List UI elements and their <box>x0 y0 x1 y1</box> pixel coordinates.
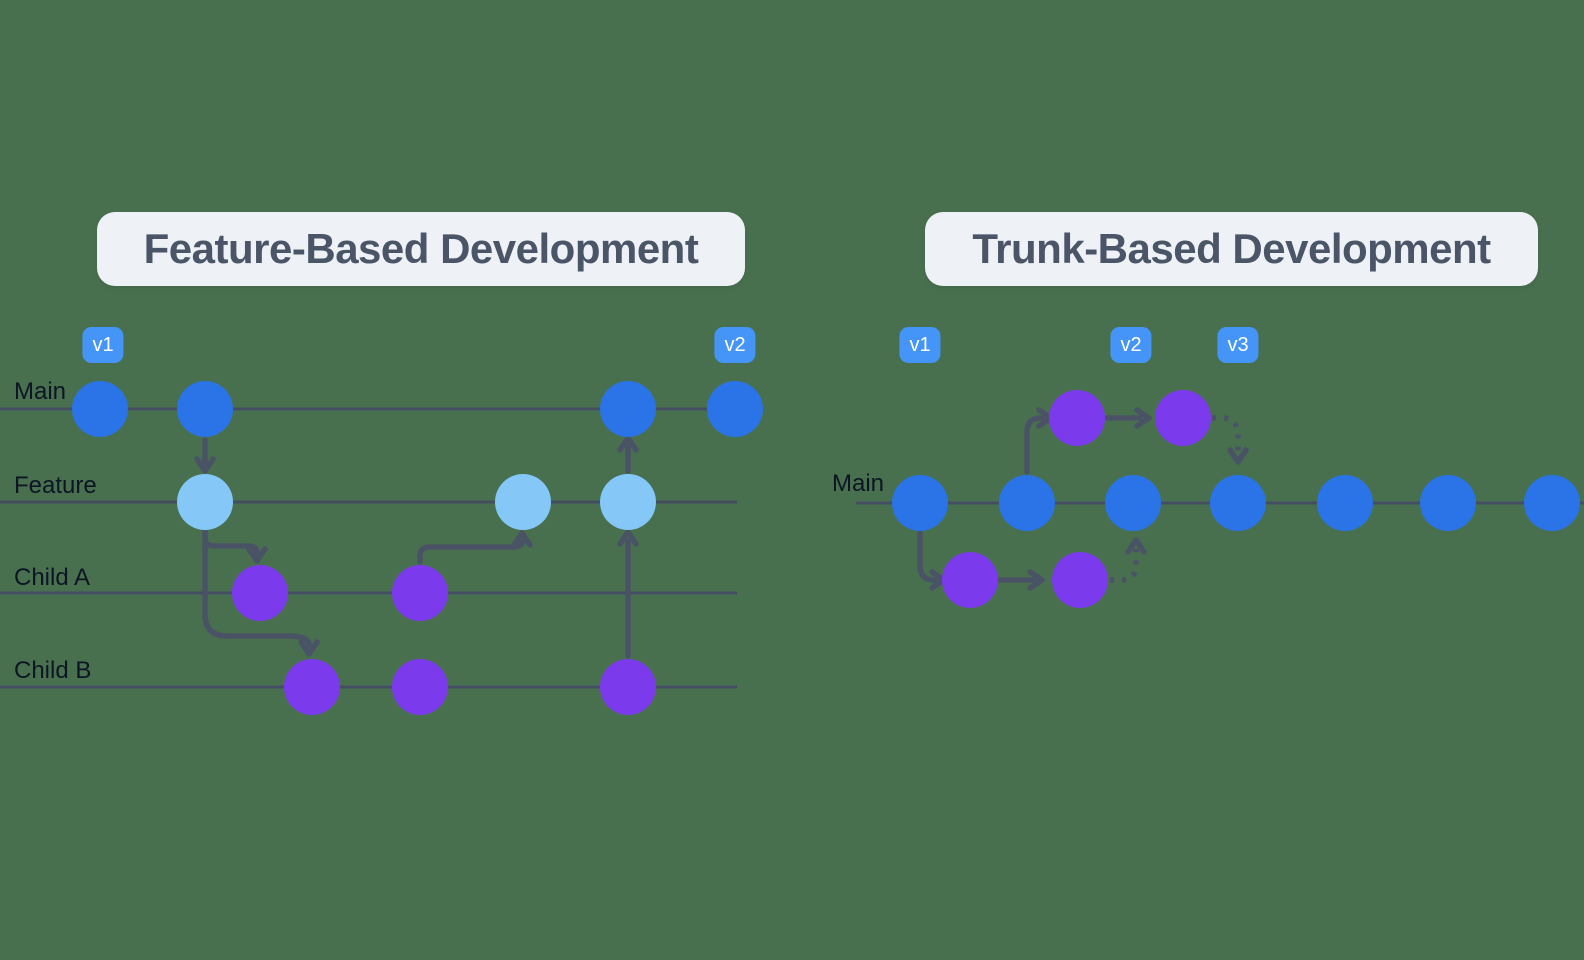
left-diagram-title: Feature-Based Development <box>97 212 745 286</box>
lane-label-main: Main <box>14 378 67 405</box>
commit-node-main <box>1317 475 1373 531</box>
flow-arrow-solid <box>202 528 268 564</box>
commit-node-main <box>892 475 948 531</box>
flow-arrow-solid <box>417 530 533 565</box>
flow-arrow-dotted <box>1212 415 1249 465</box>
commit-node-feature <box>495 474 551 530</box>
commit-node-child <box>1155 390 1211 446</box>
lane-label-main: Main <box>832 470 885 497</box>
right-diagram-title: Trunk-Based Development <box>925 212 1538 286</box>
commit-node-main <box>999 475 1055 531</box>
commit-node-child <box>1049 390 1105 446</box>
commit-node-main <box>72 381 128 437</box>
commit-node-child <box>1052 552 1108 608</box>
commit-node-child <box>284 659 340 715</box>
lane-label-child-a: Child A <box>14 564 91 591</box>
flow-arrow-solid <box>202 528 320 657</box>
lane-label-child-b: Child B <box>14 657 92 684</box>
version-badge-v2: v2 <box>1110 327 1152 363</box>
commit-node-child <box>392 565 448 621</box>
commit-node-main <box>600 381 656 437</box>
commit-node-main <box>1420 475 1476 531</box>
flow-arrow-solid <box>917 530 947 591</box>
commit-node-child <box>942 552 998 608</box>
commit-node-child <box>600 659 656 715</box>
left-diagram-title-text: Feature-Based Development <box>143 225 699 272</box>
version-badge-v2: v2 <box>714 327 756 363</box>
lane-label-feature: Feature <box>14 472 97 499</box>
version-badge-v1: v1 <box>899 327 941 363</box>
commit-node-main <box>177 381 233 437</box>
commit-node-child <box>392 659 448 715</box>
version-badge-v3: v3 <box>1217 327 1259 363</box>
commit-node-main <box>1210 475 1266 531</box>
commit-node-main <box>1105 475 1161 531</box>
commit-node-feature <box>600 474 656 530</box>
commit-node-main <box>707 381 763 437</box>
right-diagram-title-text: Trunk-Based Development <box>972 225 1491 272</box>
version-badge-v1: v1 <box>82 327 124 363</box>
commit-node-main <box>1524 475 1580 531</box>
flow-arrow-solid <box>1024 407 1054 475</box>
commit-node-child <box>232 565 288 621</box>
commit-node-feature <box>177 474 233 530</box>
flow-arrow-dotted <box>1110 537 1147 583</box>
